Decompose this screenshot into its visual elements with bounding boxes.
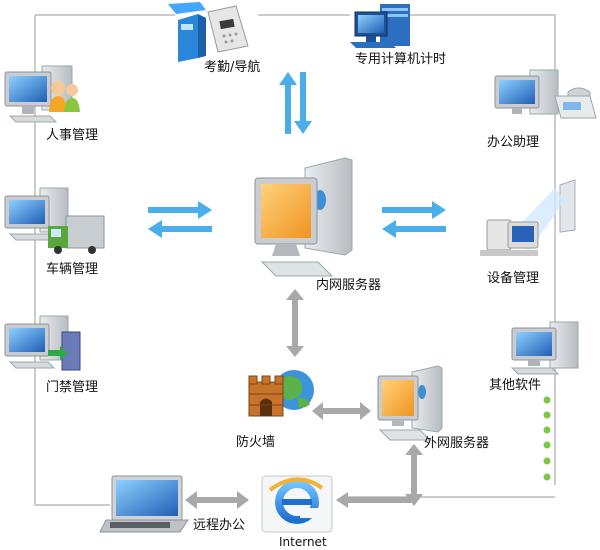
arrow-left-horizontal [148, 201, 212, 238]
equipment-icon [480, 179, 576, 256]
other-software-icon [510, 321, 579, 375]
label-attendance: 考勤/导航 [204, 60, 261, 75]
arrow-server-firewall [286, 289, 304, 357]
label-hr: 人事管理 [46, 128, 99, 143]
arrow-extranet-internet [336, 444, 423, 508]
intranet-server-icon [254, 157, 353, 277]
vehicle-computer-icon [4, 187, 105, 254]
arrow-top-vertical [279, 72, 312, 134]
arrow-remote-internet [185, 491, 249, 509]
label-office: 办公助理 [487, 135, 540, 150]
dedicated-computer-icon [350, 4, 410, 48]
label-extranet-server: 外网服务器 [424, 436, 490, 451]
label-other-software: 其他软件 [489, 378, 542, 393]
arrow-right-horizontal [382, 201, 446, 238]
label-access: 门禁管理 [46, 380, 99, 395]
label-remote-office: 远程办公 [193, 518, 246, 533]
office-computer-icon [494, 69, 597, 119]
access-computer-icon [4, 315, 81, 371]
firewall-icon [248, 370, 314, 417]
label-vehicle: 车辆管理 [46, 262, 99, 277]
attendance-kiosk-icon [168, 2, 249, 62]
hr-computer-icon [4, 65, 80, 123]
label-internet: Internet [279, 535, 327, 549]
label-firewall: 防火墙 [236, 435, 276, 450]
internet-icon [261, 475, 333, 533]
laptop-icon [99, 475, 189, 533]
arrow-firewall-extranet [312, 402, 371, 420]
extranet-server-icon [377, 365, 443, 441]
label-equipment: 设备管理 [487, 271, 540, 286]
green-dots [543, 396, 551, 481]
label-intranet-server: 内网服务器 [316, 278, 382, 293]
label-dedicated-computer: 专用计算机计时 [355, 52, 447, 67]
